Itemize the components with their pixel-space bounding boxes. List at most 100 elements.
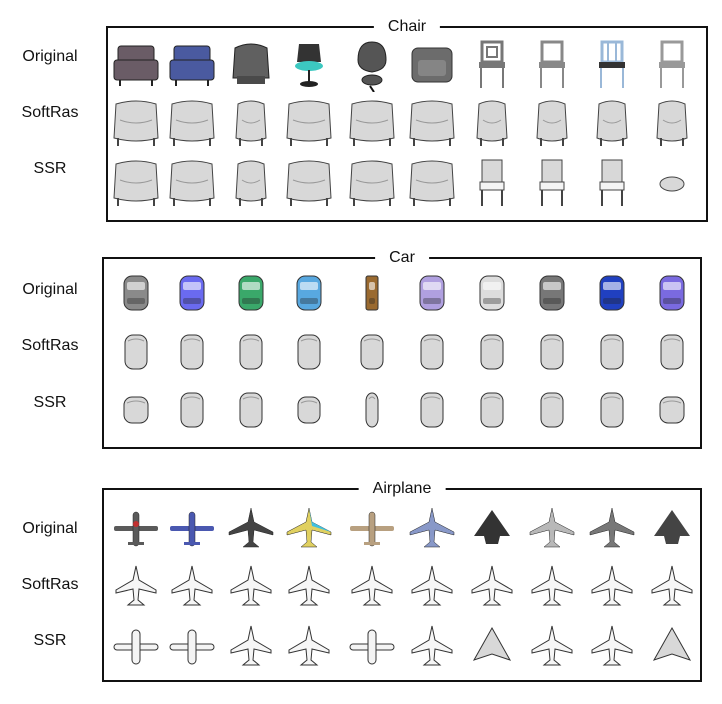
car-ssr-thumbnail-1	[110, 384, 162, 436]
plane-ssr-thumbnail-8	[526, 620, 578, 672]
car-orig-thumbnail-7	[466, 266, 518, 318]
chair-orig-thumbnail-1	[110, 40, 162, 92]
chair-soft-thumbnail-6	[406, 98, 458, 150]
chair-ssr-thumbnail-2	[166, 158, 218, 210]
plane-ssr-thumbnail-6	[406, 620, 458, 672]
car-ssr-thumbnail-4	[283, 384, 335, 436]
plane-soft-thumbnail-9	[586, 560, 638, 612]
car-soft-thumbnail-2	[166, 326, 218, 378]
chair-orig-thumbnail-2	[166, 40, 218, 92]
car-orig-thumbnail-3	[225, 266, 277, 318]
car-orig-thumbnail-5	[346, 266, 398, 318]
plane-ssr-thumbnail-7	[466, 620, 518, 672]
plane-orig-thumbnail-8	[526, 502, 578, 554]
car-orig-thumbnail-9	[586, 266, 638, 318]
chair-orig-thumbnail-8	[526, 40, 578, 92]
plane-soft-thumbnail-2	[166, 560, 218, 612]
airplane-row-label-ssr: SSR	[33, 632, 67, 649]
car-ssr-thumbnail-2	[166, 384, 218, 436]
chair-orig-thumbnail-9	[586, 40, 638, 92]
car-ssr-thumbnail-9	[586, 384, 638, 436]
car-soft-thumbnail-8	[526, 326, 578, 378]
car-soft-thumbnail-7	[466, 326, 518, 378]
car-ssr-thumbnail-7	[466, 384, 518, 436]
plane-ssr-thumbnail-4	[283, 620, 335, 672]
chair-orig-thumbnail-10	[646, 40, 698, 92]
plane-orig-thumbnail-2	[166, 502, 218, 554]
car-ssr-thumbnail-3	[225, 384, 277, 436]
car-orig-thumbnail-8	[526, 266, 578, 318]
chair-ssr-thumbnail-9	[586, 158, 638, 210]
chair-soft-thumbnail-1	[110, 98, 162, 150]
car-panel-title: Car	[375, 247, 429, 269]
car-soft-thumbnail-6	[406, 326, 458, 378]
plane-ssr-thumbnail-2	[166, 620, 218, 672]
plane-ssr-thumbnail-5	[346, 620, 398, 672]
chair-row-label-softras: SoftRas	[21, 104, 79, 121]
chair-row-label-ssr: SSR	[33, 160, 67, 177]
chair-soft-thumbnail-2	[166, 98, 218, 150]
chair-soft-thumbnail-5	[346, 98, 398, 150]
chair-soft-thumbnail-4	[283, 98, 335, 150]
chair-orig-thumbnail-6	[406, 40, 458, 92]
chair-soft-thumbnail-10	[646, 98, 698, 150]
plane-orig-thumbnail-10	[646, 502, 698, 554]
plane-soft-thumbnail-10	[646, 560, 698, 612]
car-row-label-original: Original	[22, 281, 78, 298]
chair-soft-thumbnail-9	[586, 98, 638, 150]
plane-orig-thumbnail-6	[406, 502, 458, 554]
chair-ssr-thumbnail-7	[466, 158, 518, 210]
car-orig-thumbnail-2	[166, 266, 218, 318]
chair-ssr-thumbnail-8	[526, 158, 578, 210]
car-ssr-thumbnail-5	[346, 384, 398, 436]
chair-ssr-thumbnail-10	[646, 158, 698, 210]
car-soft-thumbnail-5	[346, 326, 398, 378]
chair-orig-thumbnail-4	[283, 40, 335, 92]
chair-ssr-thumbnail-5	[346, 158, 398, 210]
plane-soft-thumbnail-8	[526, 560, 578, 612]
chair-soft-thumbnail-3	[225, 98, 277, 150]
plane-orig-thumbnail-1	[110, 502, 162, 554]
plane-ssr-thumbnail-9	[586, 620, 638, 672]
airplane-panel-title: Airplane	[358, 478, 446, 500]
plane-soft-thumbnail-6	[406, 560, 458, 612]
car-soft-thumbnail-10	[646, 326, 698, 378]
car-orig-thumbnail-6	[406, 266, 458, 318]
car-orig-thumbnail-1	[110, 266, 162, 318]
car-orig-thumbnail-4	[283, 266, 335, 318]
plane-soft-thumbnail-7	[466, 560, 518, 612]
car-soft-thumbnail-3	[225, 326, 277, 378]
plane-orig-thumbnail-9	[586, 502, 638, 554]
airplane-row-label-softras: SoftRas	[21, 576, 79, 593]
chair-panel-title: Chair	[373, 16, 441, 38]
car-soft-thumbnail-4	[283, 326, 335, 378]
chair-ssr-thumbnail-1	[110, 158, 162, 210]
plane-ssr-thumbnail-10	[646, 620, 698, 672]
plane-orig-thumbnail-3	[225, 502, 277, 554]
car-row-label-ssr: SSR	[33, 394, 67, 411]
chair-ssr-thumbnail-6	[406, 158, 458, 210]
chair-ssr-thumbnail-3	[225, 158, 277, 210]
car-soft-thumbnail-9	[586, 326, 638, 378]
chair-orig-thumbnail-5	[346, 40, 398, 92]
car-soft-thumbnail-1	[110, 326, 162, 378]
chair-soft-thumbnail-8	[526, 98, 578, 150]
plane-orig-thumbnail-5	[346, 502, 398, 554]
plane-soft-thumbnail-1	[110, 560, 162, 612]
car-ssr-thumbnail-6	[406, 384, 458, 436]
plane-soft-thumbnail-5	[346, 560, 398, 612]
airplane-row-label-original: Original	[22, 520, 78, 537]
plane-ssr-thumbnail-1	[110, 620, 162, 672]
chair-orig-thumbnail-7	[466, 40, 518, 92]
plane-orig-thumbnail-7	[466, 502, 518, 554]
chair-orig-thumbnail-3	[225, 40, 277, 92]
plane-soft-thumbnail-4	[283, 560, 335, 612]
car-row-label-softras: SoftRas	[21, 337, 79, 354]
plane-ssr-thumbnail-3	[225, 620, 277, 672]
chair-soft-thumbnail-7	[466, 98, 518, 150]
plane-orig-thumbnail-4	[283, 502, 335, 554]
chair-ssr-thumbnail-4	[283, 158, 335, 210]
car-ssr-thumbnail-8	[526, 384, 578, 436]
car-orig-thumbnail-10	[646, 266, 698, 318]
chair-row-label-original: Original	[22, 48, 78, 65]
